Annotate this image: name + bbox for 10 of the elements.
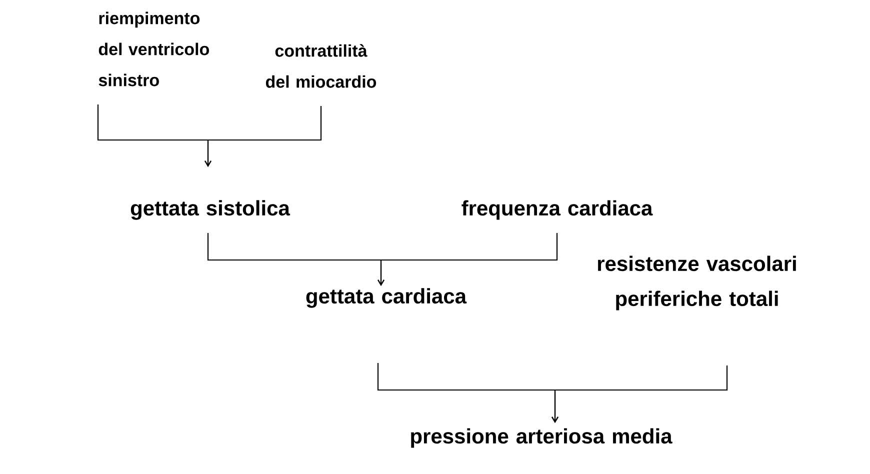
bracket-arrow: [378, 233, 558, 286]
node-label: resistenze vascolari periferiche totali: [598, 256, 796, 310]
node-label: gettata sistolica: [130, 200, 290, 220]
bracket-arrow: [552, 366, 728, 424]
node-label: frequenza cardiaca: [462, 200, 653, 220]
node-label: pressione arteriosa media: [411, 428, 672, 448]
node-label: gettata cardiaca: [306, 288, 467, 308]
node-label: contrattilità del miocardio: [266, 44, 376, 88]
bracket-arrow: [204, 106, 322, 167]
node-label: riempimento del ventricolo sinistro: [98, 12, 209, 86]
